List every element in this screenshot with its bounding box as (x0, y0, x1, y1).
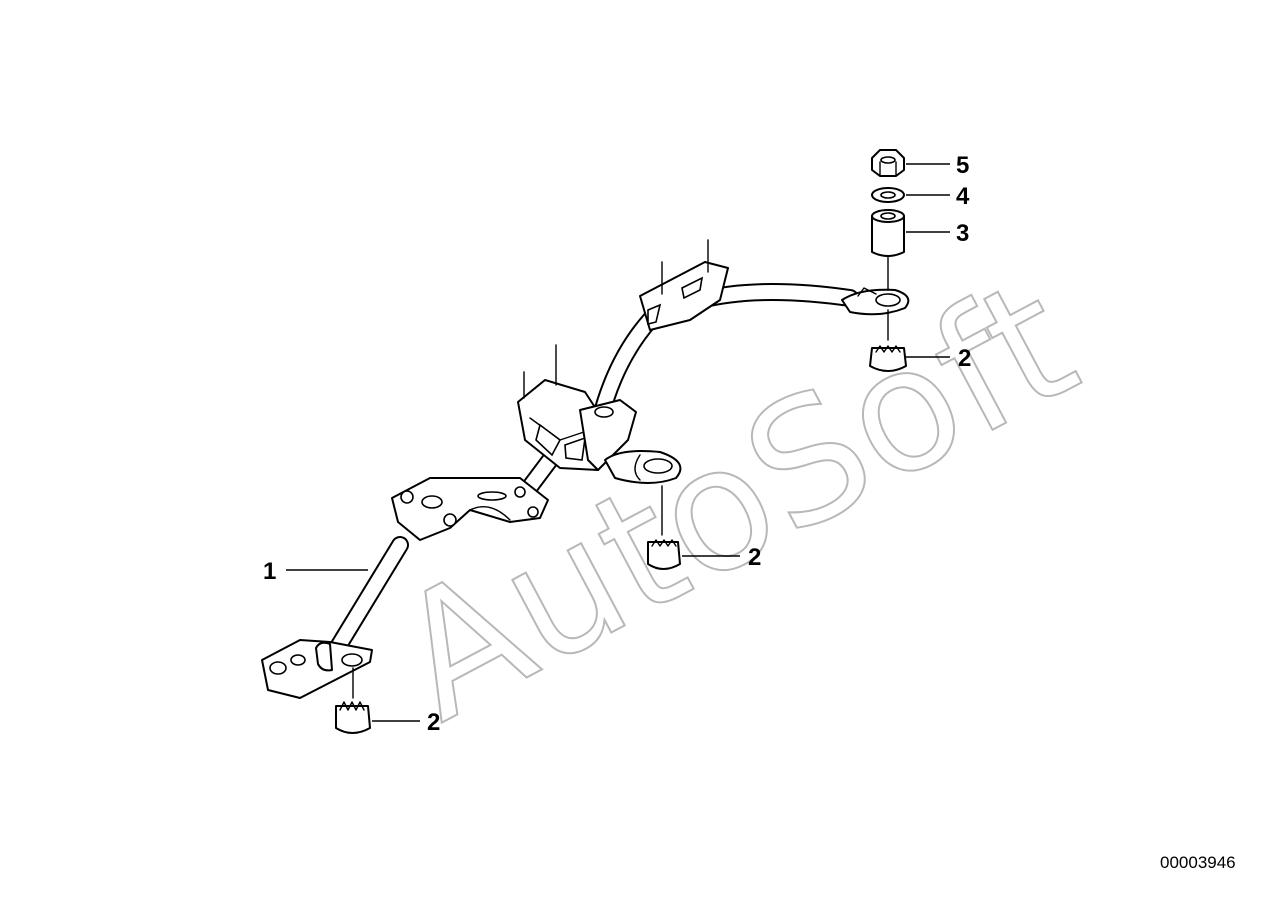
rubber-mount-center[interactable] (647, 485, 681, 570)
diagram-number: 00003946 (1160, 853, 1236, 872)
rubber-mount-left[interactable] (335, 667, 371, 734)
callout-4: 4 (956, 183, 970, 210)
hex-nut[interactable] (871, 149, 905, 177)
callout-1: 1 (263, 558, 276, 585)
strut-brace[interactable] (261, 239, 910, 699)
callout-2-center: 2 (748, 544, 761, 571)
washer[interactable] (871, 187, 905, 203)
callout-5: 5 (956, 152, 969, 179)
rubber-mount-right[interactable] (869, 309, 907, 372)
callout-2-right: 2 (958, 345, 971, 372)
callout-3: 3 (956, 220, 969, 247)
callout-2-left: 2 (427, 709, 440, 736)
spacer-sleeve[interactable] (871, 209, 905, 291)
